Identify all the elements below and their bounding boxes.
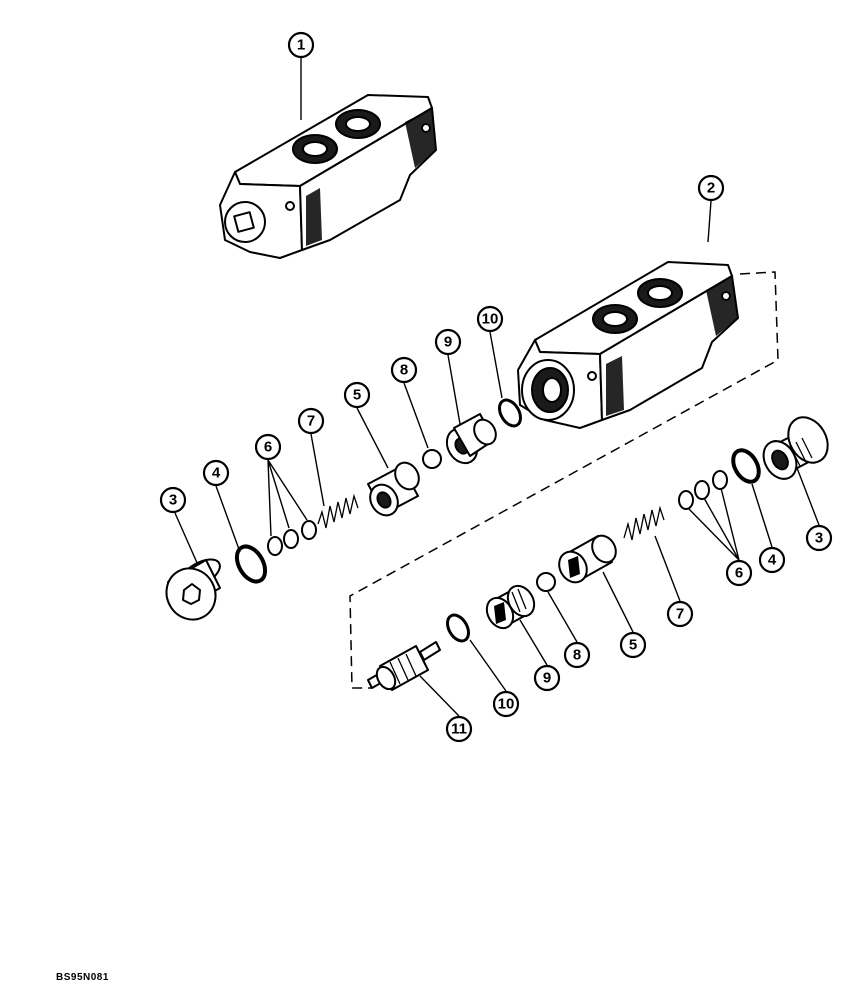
callout-7-left: 7 (297, 407, 325, 435)
callout-9-right-label: 9 (543, 670, 551, 687)
spring-left (317, 493, 359, 529)
o-ring-right (731, 448, 761, 484)
callout-4-right-label: 4 (768, 552, 777, 569)
callout-7-right: 7 (666, 600, 694, 628)
plug-right (762, 416, 829, 480)
callout-2-label: 2 (707, 180, 715, 197)
callout-10-right-label: 10 (498, 696, 515, 713)
callout-5-right: 5 (619, 631, 647, 659)
callout-4-right: 4 (758, 546, 786, 574)
explosion-dash-line (349, 271, 779, 689)
callout-9-right: 9 (533, 664, 561, 692)
callout-6-left-label: 6 (264, 439, 272, 456)
callout-11-label: 11 (451, 721, 467, 738)
ball-left (422, 449, 442, 469)
poppet-right (558, 534, 617, 584)
callout-7-left-label: 7 (307, 413, 315, 430)
callout-1-label: 1 (297, 37, 305, 54)
o-ring-small-left (498, 398, 522, 428)
spring-right (623, 505, 665, 541)
callout-7-right-label: 7 (676, 606, 684, 623)
callout-8-left: 8 (390, 356, 418, 384)
callout-8-right-label: 8 (573, 647, 581, 664)
callout-4-left: 4 (202, 459, 230, 487)
seat-left (445, 413, 497, 465)
callout-4-left-label: 4 (212, 465, 221, 482)
callout-10-left: 10 (476, 305, 504, 333)
shims-right (678, 470, 728, 510)
callout-5-left: 5 (343, 381, 371, 409)
callout-3-right-label: 3 (815, 530, 823, 547)
leader-lines (174, 58, 820, 717)
seat-right (485, 584, 536, 630)
spool (367, 641, 441, 691)
callout-6-left: 6 (254, 433, 282, 461)
callout-6-right: 6 (725, 559, 753, 587)
callout-10-left-label: 10 (482, 311, 499, 328)
callout-5-left-label: 5 (353, 387, 361, 404)
poppet-left (367, 461, 420, 517)
callout-6-right-label: 6 (735, 565, 743, 582)
valve-body-housing (517, 261, 739, 429)
o-ring-small-right (446, 613, 470, 643)
callout-2: 2 (697, 174, 725, 202)
callout-3-left: 3 (159, 486, 187, 514)
valve-body-assembled (219, 94, 437, 259)
ball-right (536, 572, 556, 592)
shims-left (267, 520, 317, 556)
figure-reference-code: BS95N081 (56, 972, 109, 983)
callout-11: 11 (445, 715, 473, 743)
callout-9-left: 9 (434, 328, 462, 356)
callout-8-left-label: 8 (400, 362, 408, 379)
callout-10-right: 10 (492, 690, 520, 718)
callout-9-left-label: 9 (444, 334, 452, 351)
callout-1: 1 (287, 31, 315, 59)
plug-left (165, 558, 221, 621)
callout-3-right: 3 (805, 524, 833, 552)
callout-8-right: 8 (563, 641, 591, 669)
callout-5-right-label: 5 (629, 637, 637, 654)
o-ring-left (234, 544, 268, 584)
callout-3-left-label: 3 (169, 492, 177, 509)
